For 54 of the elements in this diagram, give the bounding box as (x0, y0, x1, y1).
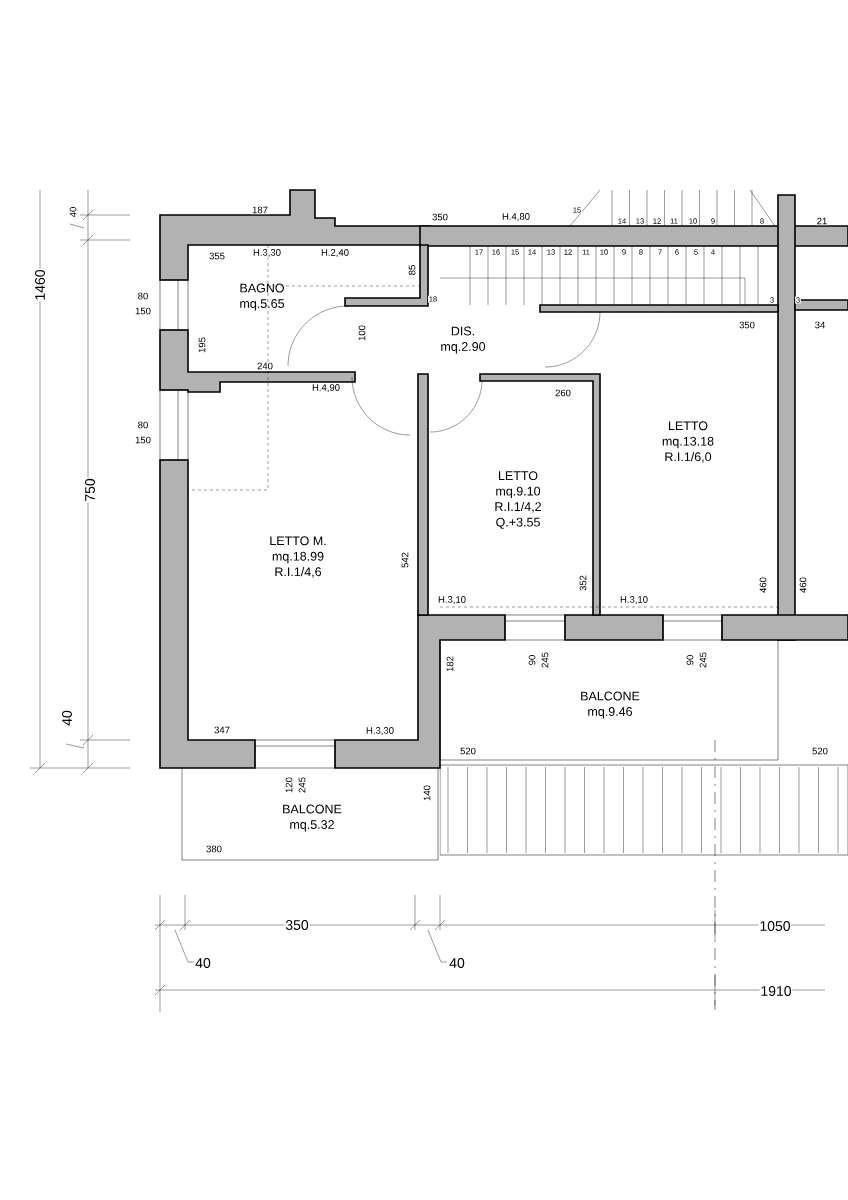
dimension-label: 460 (798, 576, 808, 594)
dimension-label: 350 (284, 919, 310, 931)
height-label: H.3,30 (252, 248, 282, 258)
dimension-label: 352 (578, 574, 588, 592)
dimension-label: 80 (136, 420, 150, 430)
room-label: LETTO mq.9.10 R.I.1/4,2 Q.+3.55 (495, 471, 541, 529)
dimension-label: 260 (554, 388, 572, 398)
dimension-label: 245 (698, 651, 708, 669)
dimension-label: 90 (685, 653, 695, 667)
room-label: DIS. mq.2.90 (441, 326, 486, 354)
height-label: H.4,90 (311, 383, 341, 393)
dimension-label: 40 (194, 957, 212, 969)
dimension-label: 150 (134, 435, 152, 445)
dimension-label: 240 (256, 361, 274, 371)
dimension-label: 520 (459, 746, 477, 756)
dimension-label: 100 (357, 324, 367, 342)
dimension-label: 21 (815, 216, 829, 226)
dimension-label: 195 (197, 336, 207, 354)
dimension-label: 355 (208, 251, 226, 261)
dimension-label: 85 (407, 263, 417, 277)
height-label: H.2,40 (320, 248, 350, 258)
dimension-label: 750 (84, 477, 96, 503)
height-label: H.3,30 (365, 726, 395, 736)
dimension-label: 542 (400, 551, 410, 569)
room-label: BALCONE mq.9.46 (581, 691, 640, 719)
dimension-label: 350 (738, 320, 756, 330)
dimension-label: 34 (813, 320, 827, 330)
dimension-label: 90 (527, 653, 537, 667)
dimension-label: 520 (811, 746, 829, 756)
dimension-label: 1050 (758, 920, 792, 932)
dimension-label: 120 (284, 776, 294, 794)
height-label: H.3,10 (619, 595, 649, 605)
room-label: BAGNO mq.5.65 (240, 283, 285, 311)
dimension-label: 187 (251, 205, 269, 215)
dimension-label: 1910 (759, 985, 793, 997)
dimension-label: 380 (205, 844, 223, 854)
dimension-label: 347 (213, 725, 231, 735)
dimension-label: 245 (297, 776, 307, 794)
dimension-label: 1460 (34, 268, 46, 302)
dimension-label: 245 (540, 651, 550, 669)
dimension-label: 40 (68, 205, 78, 219)
dimension-label: 460 (758, 576, 768, 594)
room-label: LETTO M. mq.18.99 R.I.1/4,6 (270, 536, 326, 578)
dimension-label: 350 (431, 212, 449, 222)
room-label: BALCONE mq.5.32 (283, 804, 342, 832)
dimension-label: 140 (422, 784, 432, 802)
height-label: H.3,10 (437, 595, 467, 605)
room-label: LETTO mq.13.18 R.I.1/6,0 (662, 421, 714, 463)
height-label: H.4,80 (501, 212, 531, 222)
dimension-label: 40 (61, 709, 73, 727)
dimension-label: 182 (445, 655, 455, 673)
dimension-label: 80 (136, 291, 150, 301)
dimension-label: 40 (448, 957, 466, 969)
dimension-label: 150 (134, 306, 152, 316)
